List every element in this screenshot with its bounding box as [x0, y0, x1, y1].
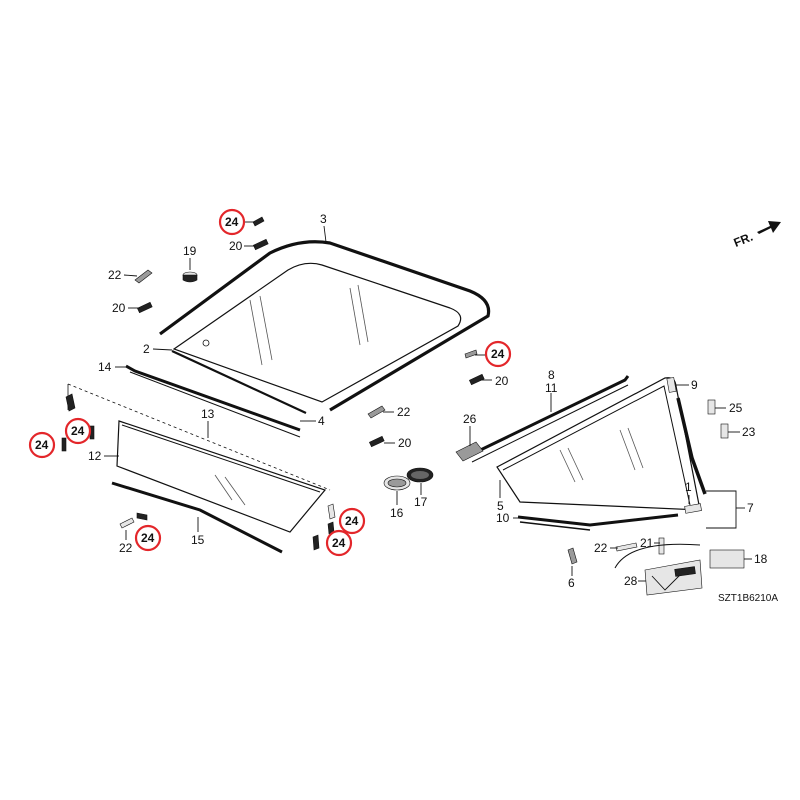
highlight-rings: [28, 208, 512, 557]
callout-24: 24: [71, 424, 85, 438]
callout-22: 22: [397, 405, 411, 419]
lower-quarter-molding: [517, 513, 679, 527]
callout-9: 9: [691, 378, 698, 392]
callout-3: 3: [320, 212, 327, 226]
callout-24: 24: [141, 531, 155, 545]
lower-glass-panel: [116, 420, 327, 533]
callout-24: 24: [225, 215, 239, 229]
callout-28: 28: [624, 574, 638, 588]
callout-12: 12: [88, 449, 102, 463]
upper-quarter-molding: [467, 375, 630, 458]
upper-glass-panel: [172, 262, 462, 403]
callout-23: 23: [742, 425, 756, 439]
callout-11: 11: [545, 381, 558, 395]
callout-22: 22: [119, 541, 133, 555]
callout-5: 5: [497, 499, 504, 513]
callout-19: 19: [183, 244, 197, 258]
callout-20: 20: [229, 239, 243, 253]
callout-1: 1: [685, 480, 692, 494]
front-direction-label: FR.: [732, 230, 755, 250]
callout-21: 21: [640, 536, 654, 550]
callout-7: 7: [747, 501, 754, 515]
callout-20: 20: [495, 374, 509, 388]
lower-glass-molding: [171, 350, 307, 414]
callout-labels: 3 24 20 19 22 20 2 24 20 14 4 22 20 13 1…: [35, 212, 768, 590]
callout-24: 24: [35, 438, 49, 452]
callout-26: 26: [463, 412, 477, 426]
callout-24: 24: [491, 347, 505, 361]
leader-lines: [104, 221, 752, 582]
callout-16: 16: [390, 506, 404, 520]
callout-13: 13: [201, 407, 215, 421]
callout-2: 2: [143, 342, 150, 356]
vertical-pillar-trim: [676, 397, 707, 495]
callout-22: 22: [108, 268, 122, 282]
callout-20: 20: [112, 301, 126, 315]
fasteners: [61, 216, 745, 596]
callout-20: 20: [398, 436, 412, 450]
callout-24: 24: [332, 536, 346, 550]
lower-glass-assembly: [67, 383, 331, 554]
caution-label-18: [709, 549, 745, 569]
upper-glass-frame: [159, 240, 491, 412]
front-arrow-icon: [757, 221, 781, 234]
callout-6: 6: [568, 576, 575, 590]
callout-8: 8: [548, 368, 555, 382]
callout-25: 25: [729, 401, 743, 415]
callout-17: 17: [414, 495, 428, 509]
callout-4: 4: [318, 414, 325, 428]
quarter-glass-panel: [496, 377, 701, 511]
callout-14: 14: [98, 360, 112, 374]
diagram-code: SZT1B6210A: [718, 593, 778, 604]
lower-glass-seal: [111, 481, 283, 554]
front-direction-indicator: FR.: [732, 221, 781, 250]
callout-10: 10: [496, 511, 510, 525]
callout-18: 18: [754, 552, 768, 566]
callout-15: 15: [191, 533, 205, 547]
molding-14: [125, 364, 301, 438]
callout-24: 24: [345, 514, 359, 528]
callout-22: 22: [594, 541, 608, 555]
upper-glass-assembly: [159, 240, 491, 414]
